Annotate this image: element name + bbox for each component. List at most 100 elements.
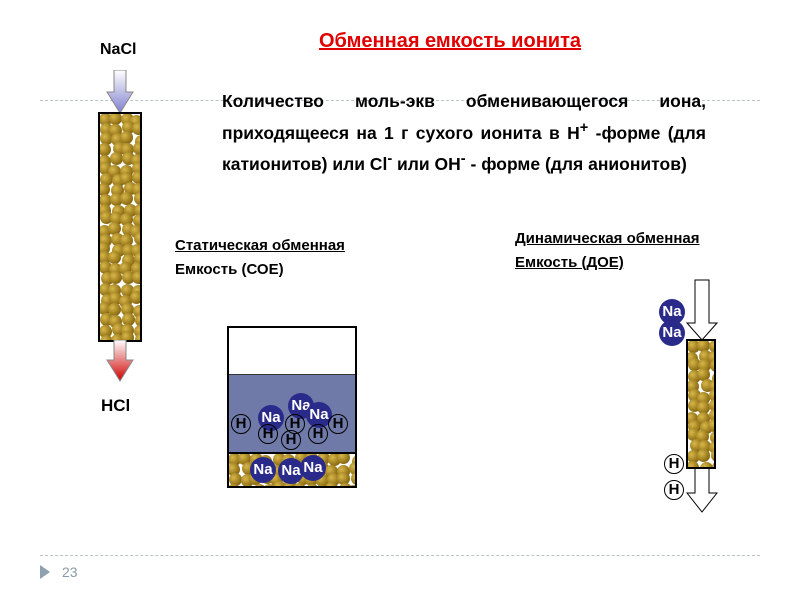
resin-bead bbox=[709, 341, 714, 354]
resin-bead bbox=[109, 292, 123, 306]
resin-bead bbox=[100, 154, 111, 168]
resin-bead bbox=[349, 461, 355, 475]
resin-bead bbox=[688, 411, 699, 425]
resin-bead bbox=[108, 222, 122, 236]
resin-bead bbox=[134, 251, 140, 265]
resin-bead bbox=[306, 483, 320, 486]
divider-bottom bbox=[40, 555, 760, 556]
resin-bead bbox=[109, 212, 123, 226]
resin-bead bbox=[100, 172, 113, 186]
resin-bead bbox=[131, 244, 140, 258]
resin-bead bbox=[100, 204, 112, 218]
resin-bead bbox=[272, 454, 286, 466]
resin-bead bbox=[241, 484, 255, 486]
resin-bead bbox=[688, 351, 699, 365]
resin-bead bbox=[711, 371, 714, 385]
resin-bead bbox=[696, 401, 710, 415]
label-line: Емкость (СОЕ) bbox=[175, 261, 284, 278]
resin-bead bbox=[252, 484, 266, 486]
definition-part: Количество моль-экв обменивающегося иона… bbox=[222, 91, 706, 143]
resin-bead bbox=[130, 114, 140, 128]
h-ion: H bbox=[231, 414, 251, 434]
h-ion: H bbox=[258, 424, 278, 444]
h-ion: H bbox=[664, 480, 684, 500]
resin-bead bbox=[100, 131, 114, 145]
resin-bead bbox=[119, 171, 133, 185]
resin-bead bbox=[132, 161, 140, 175]
resin-bead bbox=[350, 471, 355, 485]
resin-bead bbox=[696, 368, 710, 382]
resin-bead bbox=[710, 430, 714, 444]
resin-bead bbox=[100, 224, 112, 238]
resin-bead bbox=[338, 482, 352, 486]
input-label: NaCl bbox=[100, 41, 137, 58]
resin-bead bbox=[697, 448, 711, 462]
resin-bead bbox=[337, 471, 351, 485]
resin-bead bbox=[130, 224, 140, 238]
resin-bead bbox=[688, 449, 701, 463]
resin-bead bbox=[351, 454, 355, 468]
label-line: Статическая обменная bbox=[175, 237, 345, 254]
resin-bead bbox=[708, 399, 714, 413]
resin-bead bbox=[100, 182, 111, 196]
resin-bead bbox=[709, 408, 714, 422]
resin-bead bbox=[134, 333, 140, 340]
resin-bead bbox=[132, 121, 140, 135]
resin-bead bbox=[100, 142, 111, 156]
superscript: - bbox=[387, 150, 393, 167]
resin-bead bbox=[100, 261, 113, 275]
resin-bead bbox=[122, 271, 136, 285]
resin-bead bbox=[100, 334, 113, 340]
resin-bead bbox=[229, 484, 241, 486]
resin-bead bbox=[122, 121, 136, 135]
resin-bead bbox=[133, 203, 140, 217]
output-arrow-icon bbox=[106, 340, 134, 382]
resin-bead bbox=[317, 454, 331, 465]
resin-bead bbox=[316, 474, 330, 486]
resin-bead bbox=[711, 461, 714, 467]
resin-bead bbox=[133, 213, 140, 227]
resin-bead bbox=[121, 331, 135, 340]
resin-bead bbox=[100, 211, 113, 225]
na-ion: Na bbox=[306, 402, 332, 428]
static-capacity-label: Статическая обменная Емкость (СОЕ) bbox=[175, 234, 345, 282]
resin-bead bbox=[108, 303, 122, 317]
resin-bead bbox=[119, 234, 133, 248]
ion-exchange-column bbox=[98, 112, 142, 342]
na-ion: Na bbox=[278, 458, 304, 484]
na-ion: Na bbox=[250, 457, 276, 483]
resin-bead bbox=[347, 484, 355, 486]
resin-bead bbox=[293, 482, 307, 486]
resin-bead bbox=[134, 313, 140, 327]
input-arrow-icon bbox=[106, 70, 134, 114]
superscript: + bbox=[579, 119, 589, 136]
resin-bead bbox=[132, 304, 140, 318]
resin-bead bbox=[122, 312, 136, 326]
slide-title: Обменная емкость ионита bbox=[318, 30, 581, 52]
resin-bead bbox=[325, 482, 339, 486]
resin-bead bbox=[707, 418, 714, 432]
resin-bead bbox=[132, 271, 140, 285]
h-ion: H bbox=[664, 454, 684, 474]
resin-bead bbox=[108, 114, 122, 125]
resin-bead bbox=[262, 483, 276, 486]
resin-bead bbox=[119, 131, 133, 145]
resin-bead bbox=[100, 251, 111, 265]
resin-bead bbox=[134, 134, 140, 148]
resin-bead bbox=[709, 441, 714, 455]
definition-part: или OH bbox=[392, 153, 461, 174]
resin-bead bbox=[710, 448, 714, 462]
slide-marker-icon bbox=[40, 565, 50, 579]
resin-bead bbox=[132, 182, 140, 196]
resin-bead bbox=[100, 302, 111, 316]
resin-bead bbox=[688, 358, 702, 372]
resin-bead bbox=[121, 302, 135, 316]
resin-bead bbox=[131, 262, 140, 276]
resin-bead bbox=[120, 212, 134, 226]
resin-bead bbox=[131, 284, 140, 298]
resin-bead bbox=[133, 191, 140, 205]
resin-bead bbox=[229, 462, 240, 476]
resin-bead bbox=[696, 341, 710, 352]
resin-bead bbox=[132, 171, 140, 185]
